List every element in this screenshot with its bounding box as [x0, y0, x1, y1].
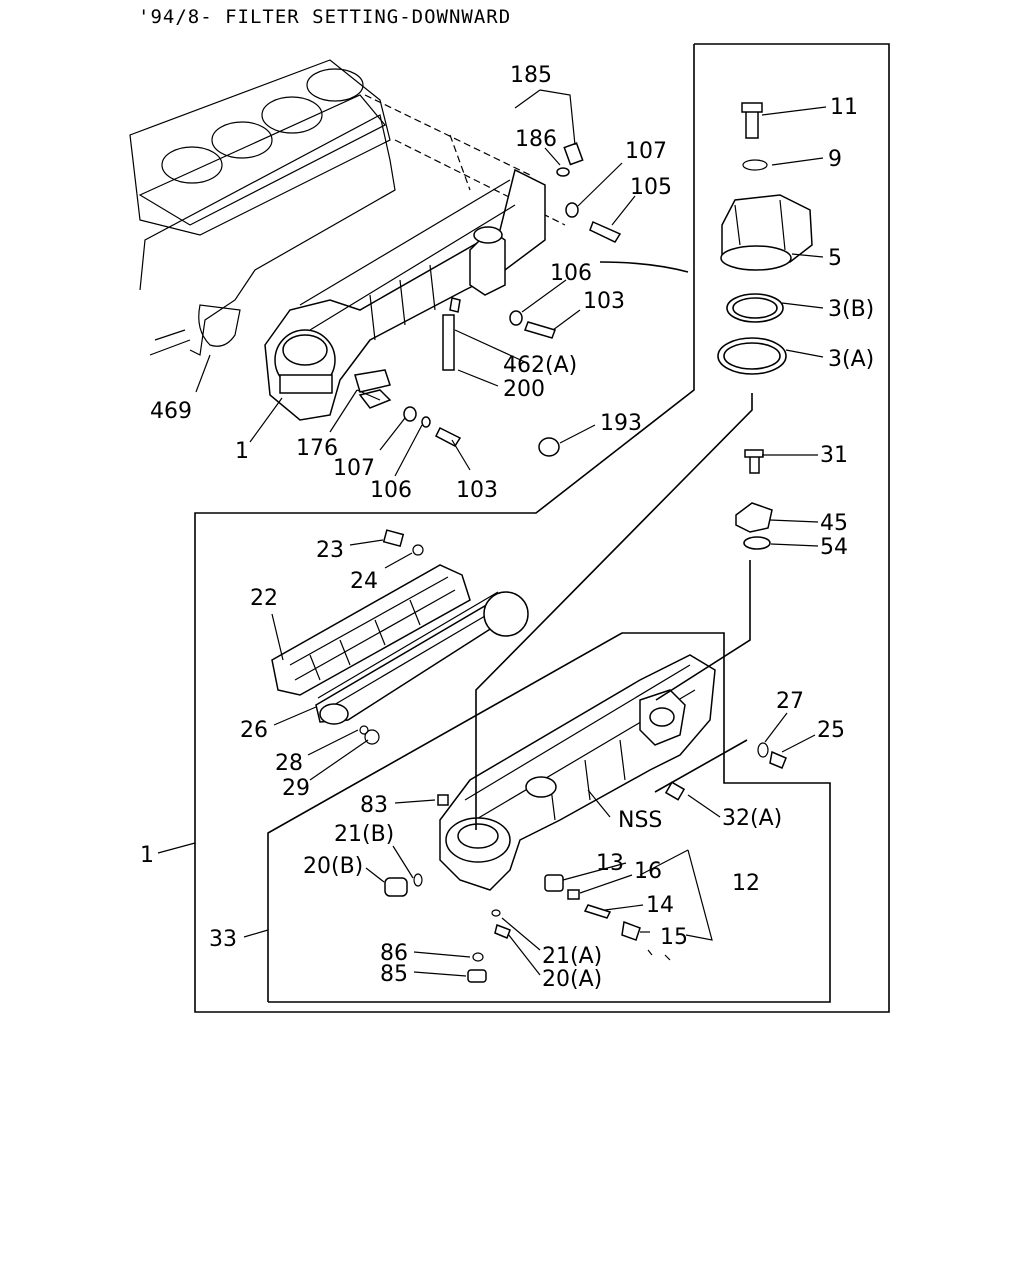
label-186: 186 [515, 127, 557, 152]
label-27: 27 [776, 689, 804, 714]
label-86: 86 [380, 941, 408, 966]
label-32a: 32(A) [722, 806, 782, 831]
filter-cap-parts [717, 102, 813, 550]
label-85: 85 [380, 962, 408, 987]
label-200: 200 [503, 377, 545, 402]
label-29: 29 [282, 776, 310, 801]
label-16: 16 [634, 859, 662, 884]
label-469: 469 [150, 399, 192, 424]
label-13: 13 [596, 851, 624, 876]
label-11: 11 [830, 95, 858, 120]
label-5: 5 [828, 246, 842, 271]
label-25: 25 [817, 718, 845, 743]
label-21b: 21(B) [334, 822, 394, 847]
oil-cooler-housing-upper [264, 168, 546, 421]
label-105: 105 [630, 175, 672, 200]
label-106-lower: 106 [370, 478, 412, 503]
label-12: 12 [732, 871, 760, 896]
label-107-lower: 107 [333, 456, 375, 481]
label-54: 54 [820, 535, 848, 560]
label-28: 28 [275, 751, 303, 776]
label-107-upper: 107 [625, 139, 667, 164]
label-185: 185 [510, 63, 552, 88]
label-3a: 3(A) [828, 347, 874, 372]
label-45: 45 [820, 511, 848, 536]
label-103-upper: 103 [583, 289, 625, 314]
label-193: 193 [600, 411, 642, 436]
label-26: 26 [240, 718, 268, 743]
label-1-lower: 1 [140, 843, 154, 868]
hardware-upper [358, 142, 622, 457]
label-21a: 21(A) [542, 944, 602, 969]
connector-lines [475, 261, 753, 830]
detail-frames [194, 43, 890, 1013]
part-labels: 185 186 107 105 106 103 462(A) 200 193 4… [140, 63, 874, 992]
label-103-lower: 103 [456, 478, 498, 503]
label-24: 24 [350, 569, 378, 594]
label-22: 22 [250, 586, 278, 611]
label-15: 15 [660, 925, 688, 950]
label-33: 33 [209, 927, 237, 952]
diagram-title: '94/8- FILTER SETTING-DOWNWARD [138, 6, 511, 28]
label-9: 9 [828, 147, 842, 172]
label-1-upper: 1 [235, 439, 249, 464]
label-20b: 20(B) [303, 854, 363, 879]
oil-cooler-housing-lower [384, 654, 787, 983]
label-23: 23 [316, 538, 344, 563]
leader-lines [157, 89, 827, 977]
cooler-element-parts [271, 529, 529, 745]
label-176: 176 [296, 436, 338, 461]
label-83: 83 [360, 793, 388, 818]
label-3b: 3(B) [828, 297, 874, 322]
label-31: 31 [820, 443, 848, 468]
label-106-upper: 106 [550, 261, 592, 286]
label-14: 14 [646, 893, 674, 918]
label-462a: 462(A) [503, 353, 577, 378]
label-20a: 20(A) [542, 967, 602, 992]
label-nss: NSS [618, 808, 662, 833]
